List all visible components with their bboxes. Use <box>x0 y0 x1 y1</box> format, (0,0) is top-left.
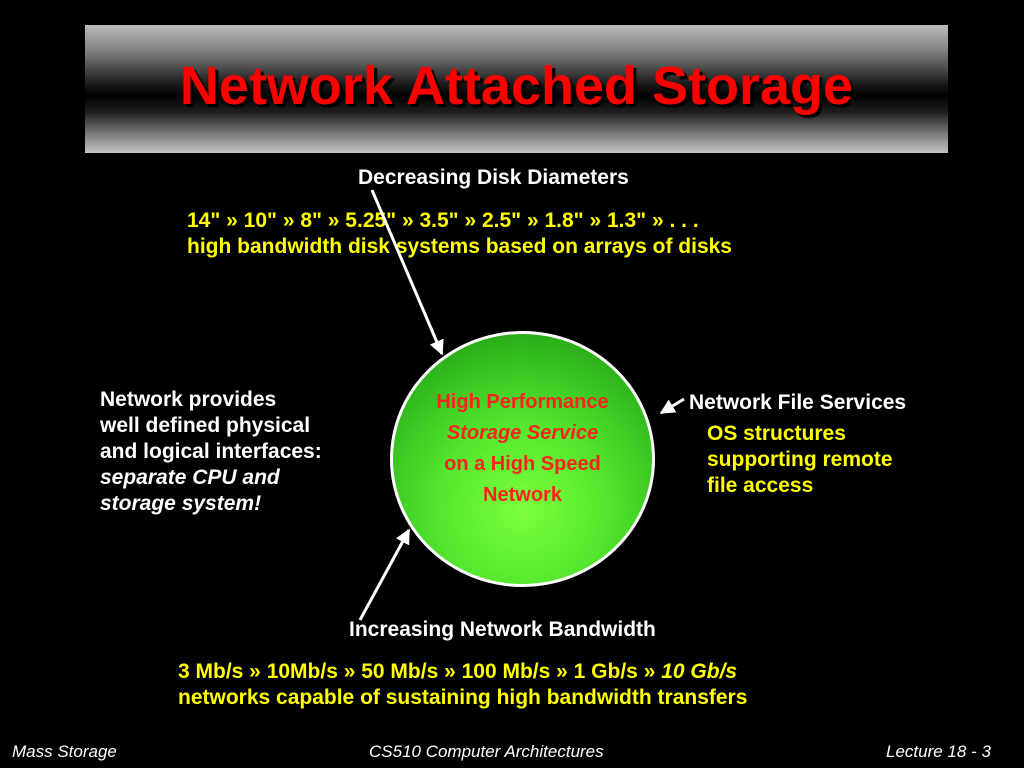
right-arrow <box>659 397 685 415</box>
footer-slide-number: Lecture 18 - 3 <box>886 742 991 761</box>
file-services-line-3: file access <box>707 474 814 497</box>
storage-service-circle: High Performance Storage Service on a Hi… <box>390 331 655 587</box>
network-bandwidth-heading: Increasing Network Bandwidth <box>349 618 656 641</box>
circle-line-2: Storage Service <box>446 422 599 444</box>
bandwidth-transfers-note: networks capable of sustaining high band… <box>178 686 748 709</box>
bottom-arrow <box>358 528 411 621</box>
footer-course-topic: Mass Storage <box>12 742 117 761</box>
circle-line-3: on a High Speed <box>444 453 601 475</box>
left-note-line-5: storage system! <box>100 492 262 515</box>
bandwidth-sequence: 3 Mb/s » 10Mb/s » 50 Mb/s » 100 Mb/s » 1… <box>178 659 737 685</box>
left-note-line-2: well defined physical <box>100 414 311 437</box>
file-services-line-2: supporting remote <box>707 448 893 471</box>
file-services-line-1: OS structures <box>707 422 846 445</box>
circle-line-4: Network <box>483 484 562 506</box>
title-banner: Network Attached Storage <box>85 25 948 153</box>
bandwidth-sequence-italic: 10 Gb/s <box>661 660 738 683</box>
slide-title: Network Attached Storage <box>179 56 854 116</box>
left-note-line-3: and logical interfaces: <box>100 440 322 463</box>
disk-diameters-heading: Decreasing Disk Diameters <box>358 166 629 189</box>
disk-arrays-note: high bandwidth disk systems based on arr… <box>187 235 732 258</box>
bandwidth-sequence-text: 3 Mb/s » 10Mb/s » 50 Mb/s » 100 Mb/s » 1… <box>178 660 662 683</box>
file-services-heading: Network File Services <box>689 391 907 414</box>
left-note-line-4: separate CPU and <box>100 466 280 489</box>
left-note-line-1: Network provides <box>100 388 277 411</box>
footer-course-title: CS510 Computer Architectures <box>369 742 604 761</box>
circle-line-1: High Performance <box>436 391 609 413</box>
circle-label: High Performance Storage Service on a Hi… <box>436 387 608 511</box>
disk-diameters-sequence: 14" » 10" » 8" » 5.25" » 3.5" » 2.5" » 1… <box>187 209 699 232</box>
